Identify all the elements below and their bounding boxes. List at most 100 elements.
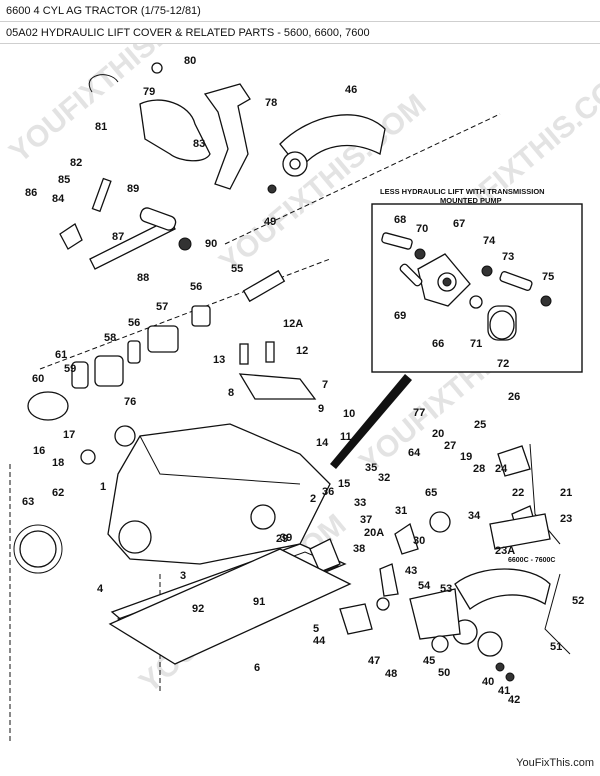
callout-label: 75: [542, 271, 554, 283]
callout-label: 28: [473, 463, 485, 475]
callout-label: 29: [276, 533, 288, 545]
callout-label: 73: [502, 251, 514, 263]
callout-label: 37: [360, 514, 372, 526]
callout-label: 43: [405, 565, 417, 577]
callout-label: 60: [32, 373, 44, 385]
callout-label: 88: [137, 272, 149, 284]
callout-label: 44: [313, 635, 326, 647]
callout-label: 40: [482, 676, 494, 688]
callout-label: 87: [112, 231, 124, 243]
inset-pointer-arrow: [330, 374, 412, 469]
callout-label: 64: [408, 447, 421, 459]
callout-label: 14: [316, 437, 329, 449]
callout-label: 48: [385, 668, 397, 680]
callout-label: 46: [345, 84, 357, 96]
callout-label: 1: [100, 481, 106, 493]
callout-label: 57: [156, 301, 168, 313]
upper-linkage-group: [59, 62, 386, 270]
callout-label: 51: [550, 641, 562, 653]
callout-label: 38: [353, 543, 365, 555]
header-subtitle: 05A02 HYDRAULIC LIFT COVER & RELATED PAR…: [0, 22, 600, 44]
callout-label: 8: [228, 387, 234, 399]
callout-label: 39: [280, 532, 292, 544]
callout-label: 25: [474, 419, 486, 431]
callout-label: 58: [104, 332, 116, 344]
callout-label: 18: [52, 457, 64, 469]
callout-label: 45: [423, 655, 435, 667]
callout-label: 66: [432, 338, 444, 350]
callout-label: 61: [55, 349, 67, 361]
callout-label: 11: [340, 431, 352, 443]
callout-label: 83: [193, 138, 205, 150]
callout-label: 35: [365, 462, 377, 474]
callout-label: 22: [512, 487, 524, 499]
callout-label: 33: [354, 497, 366, 509]
callout-label: 13: [213, 354, 225, 366]
callout-label: 74: [483, 235, 496, 247]
callout-label: 32: [378, 472, 390, 484]
callout-label: 77: [413, 407, 425, 419]
callout-label: 84: [52, 193, 65, 205]
callout-label: 20A: [364, 527, 384, 539]
callout-label: 6: [254, 662, 260, 674]
callout-label: 4: [97, 583, 104, 595]
inset-title-line2: MOUNTED PUMP: [440, 196, 502, 205]
footer-credit: YouFixThis.com: [516, 757, 594, 769]
callout-label: 20: [432, 428, 444, 440]
callout-label: 30: [413, 535, 425, 547]
callout-label: 71: [470, 338, 482, 350]
inset-title-line1: LESS HYDRAULIC LIFT WITH TRANSMISSION: [380, 187, 545, 196]
callout-label: 23A: [495, 545, 515, 557]
callout-label: 24: [495, 463, 508, 475]
valve-stack-group: [13, 269, 286, 574]
callout-label: 52: [572, 595, 584, 607]
callout-label: 65: [425, 487, 437, 499]
callout-label: 69: [394, 310, 406, 322]
callout-label: 26: [508, 391, 520, 403]
callout-label: 82: [70, 157, 82, 169]
callout-label: 91: [253, 596, 265, 608]
callout-label: 42: [508, 694, 520, 706]
callout-label: 41: [498, 685, 510, 697]
callout-label: 56: [190, 281, 202, 293]
callout-label: 19: [460, 451, 472, 463]
callout-label: 49: [264, 216, 276, 228]
callout-label: 90: [205, 238, 217, 250]
callout-label: 15: [338, 478, 350, 490]
callout-label: 85: [58, 174, 70, 186]
oil-pan: [108, 548, 352, 665]
callout-label: 36: [322, 486, 334, 498]
callout-label: 3: [180, 570, 186, 582]
callout-label: 12: [296, 345, 308, 357]
callout-label: 67: [453, 218, 465, 230]
callout-label: 54: [418, 580, 431, 592]
callout-label: 53: [440, 583, 452, 595]
model-label: 6600C - 7600C: [508, 557, 555, 564]
callout-label: 63: [22, 496, 34, 508]
callout-label: 12A: [283, 318, 303, 330]
callout-label: 27: [444, 440, 456, 452]
callout-label: 68: [394, 214, 406, 226]
callout-label: 5: [313, 623, 319, 635]
callout-layer: 80 79 78 46 81 83 82 89 85 86 84 87 49 8…: [22, 55, 584, 706]
callout-label: 31: [395, 505, 407, 517]
callout-label: 80: [184, 55, 196, 67]
callout-label: 50: [438, 667, 450, 679]
callout-label: 79: [143, 86, 155, 98]
callout-label: 21: [560, 487, 572, 499]
parts-diagram: YOUFIXTHIS.COM YOUFIXTHIS.COM YOUFIXTHIS…: [3, 44, 600, 744]
callout-label: 23: [560, 513, 572, 525]
callout-label: 81: [95, 121, 107, 133]
callout-label: 89: [127, 183, 139, 195]
callout-label: 55: [231, 263, 243, 275]
callout-label: 56: [128, 317, 140, 329]
lift-arm-group: [309, 511, 571, 682]
callout-label: 59: [64, 363, 76, 375]
callout-label: 72: [497, 358, 509, 370]
header-title: 6600 4 CYL AG TRACTOR (1/75-12/81): [0, 0, 600, 22]
callout-label: 47: [368, 655, 380, 667]
callout-label: 86: [25, 187, 37, 199]
callout-label: 17: [63, 429, 75, 441]
callout-label: 16: [33, 445, 45, 457]
callout-label: 34: [468, 510, 481, 522]
